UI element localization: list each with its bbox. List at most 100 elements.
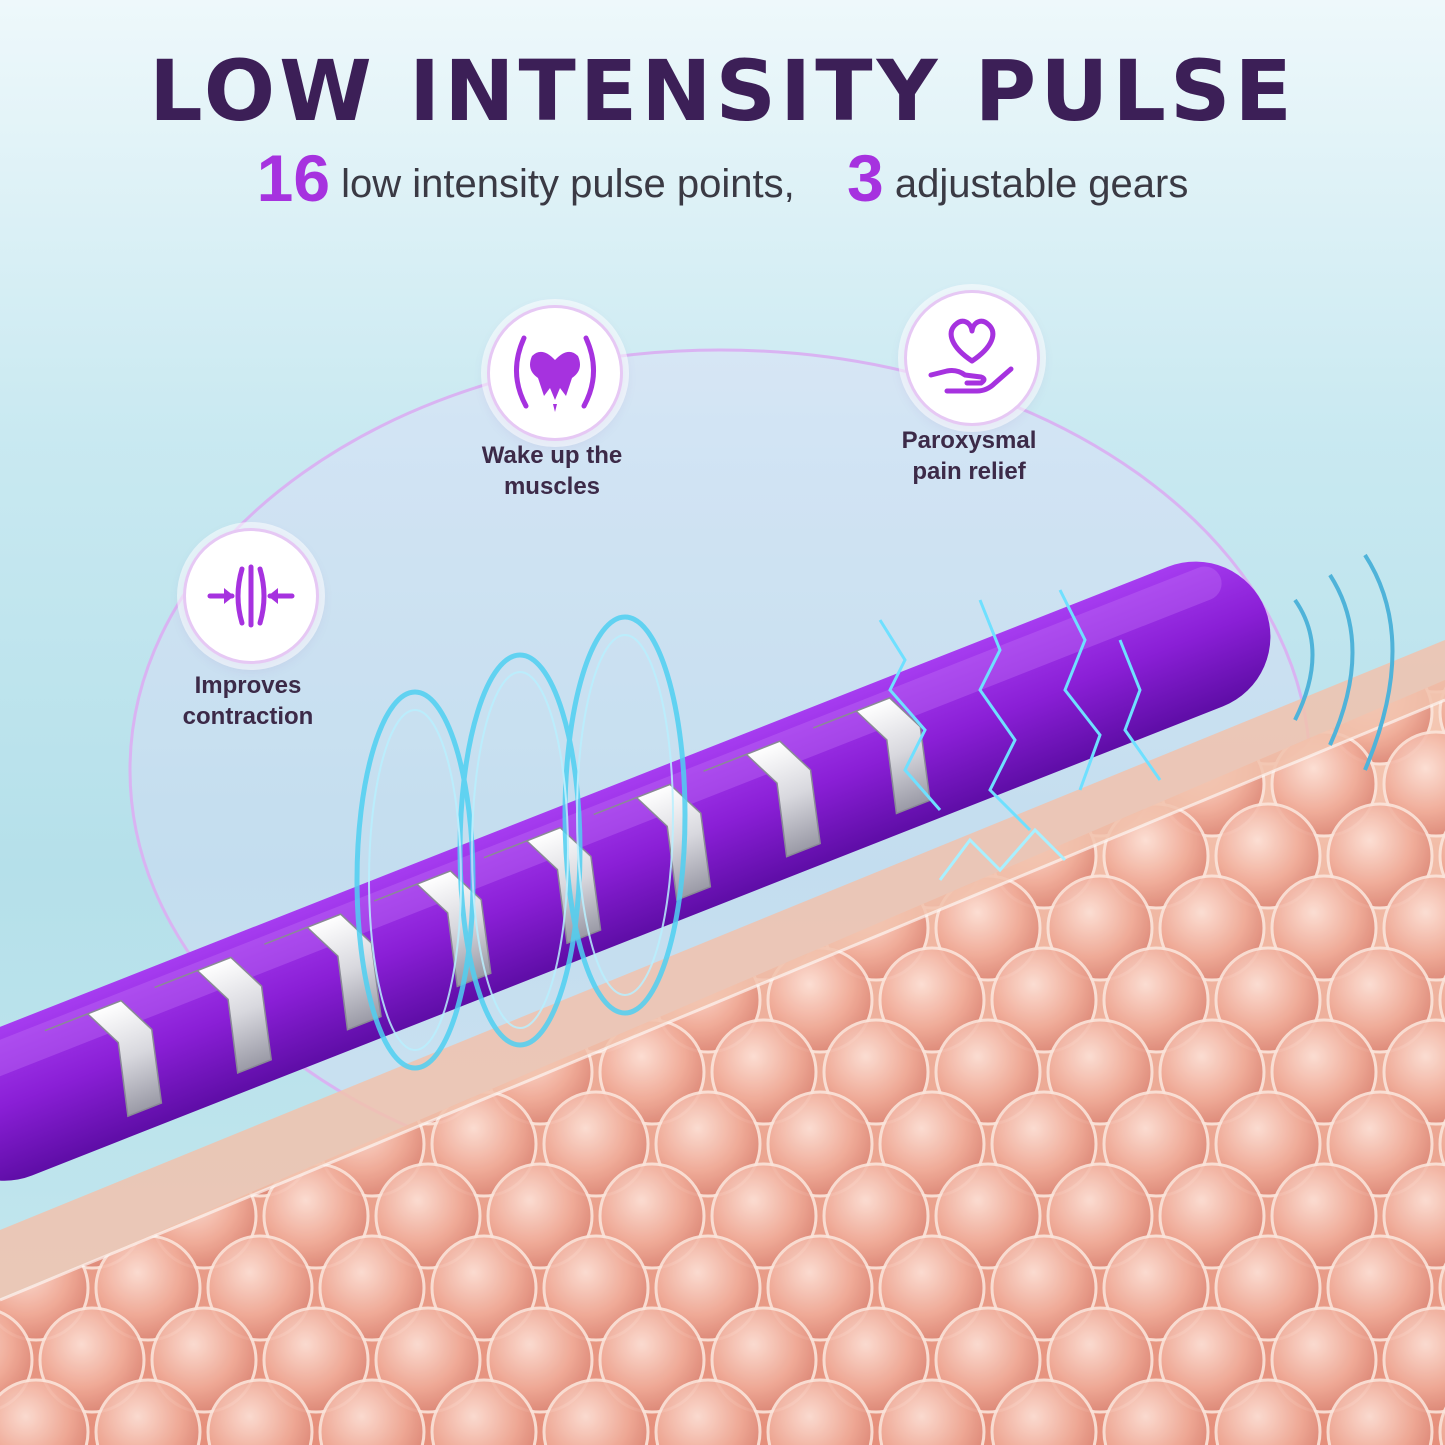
skin-cell — [1438, 680, 1445, 766]
pulse-count: 16 — [256, 141, 331, 215]
electrode — [813, 697, 931, 815]
skin-cell — [38, 730, 146, 838]
skin-cell — [1158, 1306, 1266, 1414]
skin-cell — [1046, 1306, 1154, 1414]
vibration-waves — [1293, 553, 1395, 771]
skin-cell — [822, 1306, 930, 1414]
skin-cell — [1102, 946, 1210, 1054]
skin-cell — [262, 1306, 370, 1414]
skin-cell — [1438, 946, 1445, 1054]
skin-cell — [1382, 1162, 1445, 1270]
pulse-text: low intensity pulse points, — [341, 162, 795, 206]
skin-cell — [1382, 1306, 1445, 1414]
skin-cell — [1158, 874, 1266, 982]
skin-cell — [1214, 1234, 1322, 1342]
skin-cell — [206, 1234, 314, 1342]
skin-cell — [598, 1162, 706, 1270]
skin-cell — [1214, 1378, 1322, 1445]
skin-cell — [934, 1162, 1042, 1270]
skin-cell — [486, 1306, 594, 1414]
skin-cell — [1438, 802, 1445, 910]
skin-cell — [1214, 1090, 1322, 1198]
pelvis-icon — [513, 335, 597, 412]
skin-cell — [1158, 1162, 1266, 1270]
skin-cell — [1270, 874, 1378, 982]
skin-cell — [1214, 802, 1322, 910]
device — [0, 561, 1271, 1181]
skin-cell — [1382, 1018, 1445, 1126]
skin-cell — [206, 1378, 314, 1445]
skin-cell — [1382, 874, 1445, 982]
skin-cell — [1326, 1378, 1434, 1445]
electrode — [703, 740, 821, 858]
skin-cell — [934, 1018, 1042, 1126]
skin-cell — [990, 1090, 1098, 1198]
skin-cell — [654, 1234, 762, 1342]
skin-cell — [0, 874, 34, 982]
skin-cell — [1102, 1090, 1210, 1198]
skin-cell — [766, 1378, 874, 1445]
subtitle: 16 low intensity pulse points, 3 adjusta… — [0, 140, 1445, 216]
metal-electrodes — [44, 697, 931, 1118]
skin-cell — [1158, 1018, 1266, 1126]
gear-text: adjustable gears — [894, 162, 1189, 206]
skin-cell — [878, 946, 986, 1054]
skin-cell — [1326, 802, 1434, 910]
gear-count: 3 — [846, 141, 884, 215]
skin-cell — [1270, 1018, 1378, 1126]
skin-cell — [1438, 1378, 1445, 1445]
skin-cell — [1326, 1234, 1434, 1342]
skin-cell — [486, 1162, 594, 1270]
electrode — [154, 956, 273, 1074]
skin-cell — [710, 1162, 818, 1270]
pulse-rings — [354, 614, 688, 1071]
skin-cell — [1270, 1162, 1378, 1270]
feature-badge-muscles — [487, 305, 623, 441]
skin-cell — [374, 1162, 482, 1270]
skin-cell — [990, 1378, 1098, 1445]
contraction-arrows-icon — [207, 564, 295, 628]
electric-sparks — [878, 589, 1162, 881]
skin-cell — [598, 1306, 706, 1414]
skin-cell — [38, 1306, 146, 1414]
skin-cell — [766, 1234, 874, 1342]
skin-cell — [542, 1090, 650, 1198]
skin-cell — [1382, 730, 1445, 838]
skin-cell — [318, 1378, 426, 1445]
heart-hand-icon — [928, 318, 1014, 394]
skin-cell — [430, 1234, 538, 1342]
skin-cell — [94, 1378, 202, 1445]
feature-label-contraction: Improves contraction — [182, 672, 314, 730]
skin-cell — [1438, 1234, 1445, 1342]
skin-cell — [1326, 1090, 1434, 1198]
skin-cell — [38, 874, 146, 982]
skin-cell — [318, 1234, 426, 1342]
skin-cell — [822, 1162, 930, 1270]
skin-cell — [654, 1090, 762, 1198]
skin-cell — [1102, 1234, 1210, 1342]
skin-cell — [1270, 1306, 1378, 1414]
skin-cell — [1102, 1378, 1210, 1445]
feature-badge-contraction — [183, 528, 319, 664]
page-title: LOW INTENSITY PULSE — [149, 42, 1296, 140]
skin-cell — [542, 1378, 650, 1445]
feature-label-pain-relief: Paroxysmal pain relief — [901, 427, 1037, 485]
skin-cell — [822, 1018, 930, 1126]
skin-cell — [878, 1090, 986, 1198]
skin-cell — [1326, 946, 1434, 1054]
skin-cell — [0, 730, 34, 838]
skin-cell — [1046, 1018, 1154, 1126]
skin-cell — [0, 1378, 90, 1445]
skin-cell — [710, 1306, 818, 1414]
skin-cell — [766, 1090, 874, 1198]
skin-cell — [654, 1378, 762, 1445]
skin-cell — [0, 802, 90, 910]
skin-cell — [542, 1234, 650, 1342]
skin-cell — [430, 1378, 538, 1445]
skin-cell — [1438, 1090, 1445, 1198]
skin-cell — [150, 1306, 258, 1414]
feature-badge-pain-relief — [904, 290, 1040, 426]
electrode — [44, 999, 163, 1118]
skin-cell — [878, 1234, 986, 1342]
